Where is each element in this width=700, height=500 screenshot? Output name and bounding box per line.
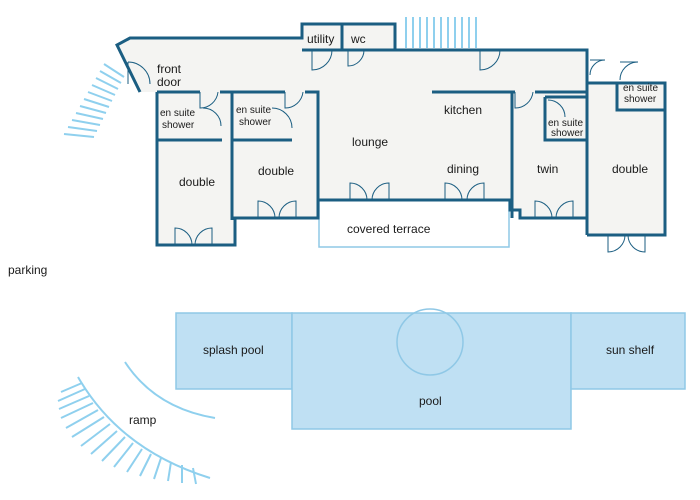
en-suite-4-label-line1: en suite [623, 83, 658, 94]
utility-label: utility [307, 32, 334, 46]
pool-label: pool [419, 394, 442, 408]
splash-pool-shape [175, 312, 293, 390]
kitchen-label: kitchen [444, 103, 482, 117]
covered-terrace-area [318, 199, 510, 248]
en-suite-2-label-line2: shower [239, 117, 272, 128]
double-2-label: double [258, 164, 294, 178]
door-swings [127, 49, 646, 253]
double-1-label: double [179, 175, 215, 189]
front-door-label-line2: door [157, 75, 181, 89]
outdoor-labels: parking splash pool pool sun shelf ramp [8, 263, 655, 427]
twin-label: twin [537, 162, 558, 176]
double-3-label: double [612, 162, 648, 176]
main-pool-shape [291, 312, 572, 430]
ramp-shape [57, 361, 216, 485]
front-steps [63, 63, 125, 138]
en-suite-1-label-line2: shower [162, 120, 195, 131]
ramp-label: ramp [129, 413, 157, 427]
en-suite-4-label-line2: shower [624, 94, 657, 105]
house-floor [117, 24, 665, 245]
parking-label: parking [8, 263, 47, 277]
en-suite-3-label-line2: shower [551, 128, 584, 139]
wc-label: wc [350, 32, 366, 46]
pool-area [175, 308, 686, 430]
sun-shelf-label: sun shelf [606, 343, 655, 357]
room-labels: front door utility wc kitchen lounge din… [157, 32, 658, 236]
outer-walls [115, 22, 667, 247]
en-suite-2-label-line1: en suite [236, 105, 271, 116]
en-suite-3-label-line1: en suite [548, 118, 583, 129]
front-door-label-line1: front [157, 62, 182, 76]
pool-circle [396, 308, 464, 376]
rear-steps [405, 17, 477, 48]
interior-walls [157, 83, 665, 235]
covered-terrace-label: covered terrace [347, 222, 431, 236]
en-suite-1-label-line1: en suite [160, 108, 195, 119]
sun-shelf-shape [570, 312, 686, 390]
dining-label: dining [447, 162, 479, 176]
lounge-label: lounge [352, 135, 388, 149]
splash-pool-label: splash pool [203, 343, 264, 357]
